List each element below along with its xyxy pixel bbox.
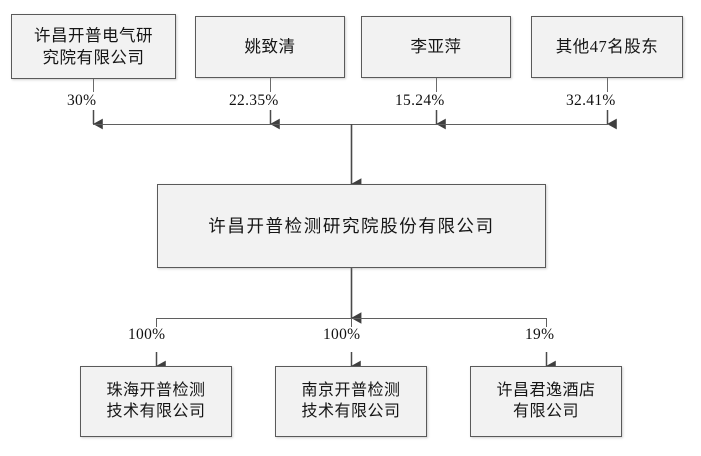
shareholder-label-1: 许昌开普电气研 究院有限公司 [34, 26, 153, 67]
shareholder-box-4[interactable]: 其他47名股东 [531, 16, 683, 78]
percent-label-shareholder-4: 32.41% [566, 92, 616, 109]
subsidiary-box-2[interactable]: 南京开普检测 技术有限公司 [275, 366, 427, 437]
percent-label-shareholder-3: 15.24% [395, 92, 445, 109]
subsidiary-label-1: 珠海开普检测 技术有限公司 [106, 382, 206, 420]
percent-label-shareholder-1: 30% [67, 92, 97, 109]
percent-label-shareholder-2: 22.35% [229, 92, 279, 109]
percent-label-subsidiary-3: 19% [525, 326, 555, 343]
shareholder-box-3[interactable]: 李亚萍 [361, 16, 511, 78]
subsidiary-label-2: 南京开普检测 技术有限公司 [301, 382, 401, 420]
subsidiary-label-3: 许昌君逸酒店 有限公司 [496, 382, 596, 420]
shareholder-label-2: 姚致清 [244, 37, 296, 57]
shareholder-label-3: 李亚萍 [410, 37, 462, 57]
subsidiary-box-3[interactable]: 许昌君逸酒店 有限公司 [470, 366, 622, 437]
subsidiary-box-1[interactable]: 珠海开普检测 技术有限公司 [80, 366, 232, 437]
percent-label-subsidiary-2: 100% [323, 326, 361, 343]
shareholder-label-4: 其他47名股东 [555, 37, 659, 57]
shareholder-box-1[interactable]: 许昌开普电气研 究院有限公司 [11, 14, 176, 79]
central-company-label: 许昌开普检测研究院股份有限公司 [208, 215, 495, 236]
percent-label-subsidiary-1: 100% [128, 326, 166, 343]
central-company-box[interactable]: 许昌开普检测研究院股份有限公司 [157, 184, 546, 268]
shareholder-box-2[interactable]: 姚致清 [195, 16, 345, 78]
